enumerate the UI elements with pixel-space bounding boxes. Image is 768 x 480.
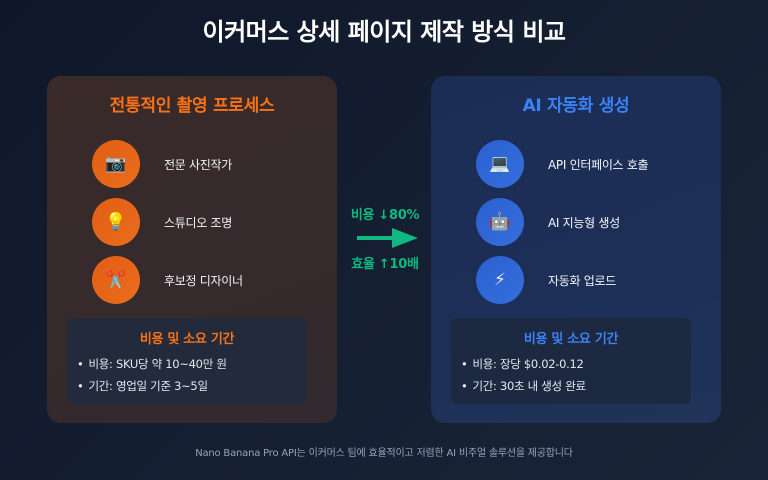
cost-list: 비용: SKU당 약 10~40만 원 기간: 영업일 기준 3~5일 [67, 353, 307, 397]
comparison-indicator: 비용 ↓80% 효율 ↑10배 [340, 204, 430, 272]
light-bulb-icon: 💡 [92, 198, 140, 246]
duration-item: 기간: 영업일 기준 3~5일 [77, 375, 307, 397]
cost-duration-box: 비용 및 소요 기간 비용: SKU당 약 10~40만 원 기간: 영업일 기… [67, 318, 307, 404]
panel-title: AI 자동화 생성 [522, 96, 630, 116]
efficiency-gain-label: 효율 ↑10배 [351, 257, 419, 272]
step-label: 전문 사진작가 [164, 157, 232, 172]
step-label: AI 지능형 생성 [548, 215, 620, 230]
cost-item: 비용: 장당 $0.02-0.12 [461, 353, 691, 375]
step-label: 자동화 업로드 [548, 273, 616, 288]
right-arrow-icon [340, 225, 430, 251]
panel-title: 전통적인 촬영 프로세스 [109, 96, 275, 116]
step-api-call: 💻 API 인터페이스 호출 [476, 140, 706, 188]
step-auto-upload: ⚡ 자동화 업로드 [476, 256, 706, 304]
page-title: 이커머스 상세 페이지 제작 방식 비교 [202, 18, 566, 46]
step-label: 스튜디오 조명 [164, 215, 232, 230]
traditional-process-panel: 전통적인 촬영 프로세스 📷 전문 사진작가 💡 스튜디오 조명 ✂️ 후보정 … [47, 76, 337, 423]
step-ai-generation: 🤖 AI 지능형 생성 [476, 198, 706, 246]
laptop-icon: 💻 [476, 140, 524, 188]
step-retouch-designer: ✂️ 후보정 디자이너 [92, 256, 322, 304]
cost-list: 비용: 장당 $0.02-0.12 기간: 30초 내 생성 완료 [451, 353, 691, 397]
cost-item: 비용: SKU당 약 10~40만 원 [77, 353, 307, 375]
ai-generation-panel: AI 자동화 생성 💻 API 인터페이스 호출 🤖 AI 지능형 생성 ⚡ 자… [431, 76, 721, 423]
cost-duration-box: 비용 및 소요 기간 비용: 장당 $0.02-0.12 기간: 30초 내 생… [451, 318, 691, 404]
cost-box-title: 비용 및 소요 기간 [523, 332, 619, 347]
step-studio-lighting: 💡 스튜디오 조명 [92, 198, 322, 246]
scissors-icon: ✂️ [92, 256, 140, 304]
cost-reduction-label: 비용 ↓80% [350, 208, 420, 223]
lightning-icon: ⚡ [476, 256, 524, 304]
camera-icon: 📷 [92, 140, 140, 188]
step-label: 후보정 디자이너 [164, 273, 243, 288]
step-photographer: 📷 전문 사진작가 [92, 140, 322, 188]
duration-item: 기간: 30초 내 생성 완료 [461, 375, 691, 397]
footer-note: Nano Banana Pro API는 이커머스 팀에 효율적이고 저렴한 A… [195, 448, 573, 459]
cost-box-title: 비용 및 소요 기간 [139, 332, 235, 347]
robot-icon: 🤖 [476, 198, 524, 246]
step-label: API 인터페이스 호출 [548, 157, 649, 172]
